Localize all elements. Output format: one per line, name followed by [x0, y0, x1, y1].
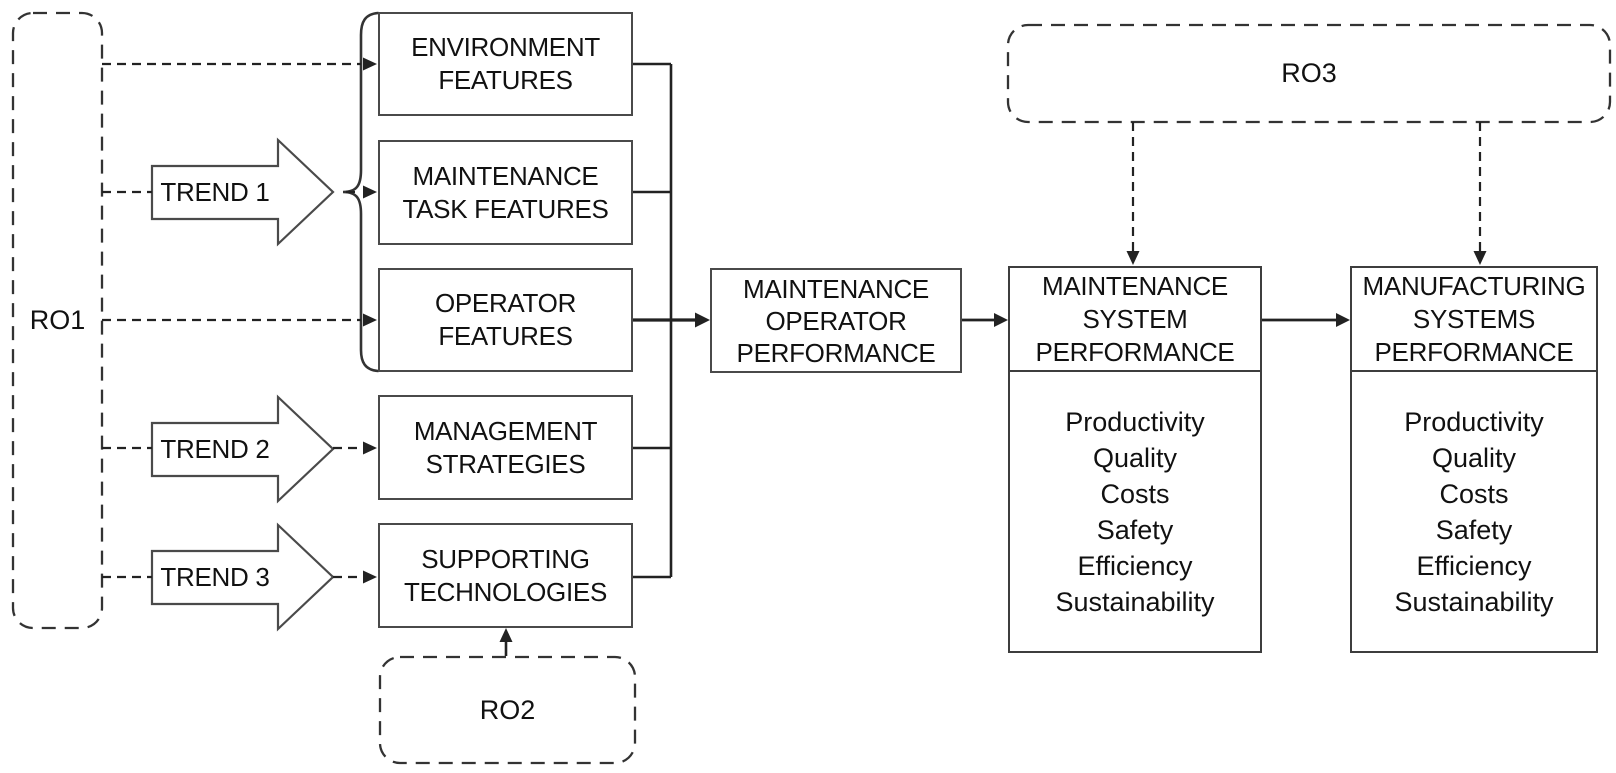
ro1-box — [11, 11, 104, 630]
maintenance-task-features-label: MAINTENANCE TASK FEATURES — [402, 160, 609, 224]
ro1-label: RO1 — [29, 305, 86, 335]
metric-item: Sustainability — [1394, 586, 1554, 617]
manufacturing-systems-performance-header: MANUFACTURING SYSTEMS PERFORMANCE — [1352, 268, 1596, 372]
maintenance-system-performance-box: MAINTENANCE SYSTEM PERFORMANCE Productiv… — [1008, 266, 1262, 653]
maintenance-task-features-box: MAINTENANCE TASK FEATURES — [378, 140, 633, 245]
arrowhead-supporting — [363, 570, 377, 584]
arrowhead-msp-down — [1126, 251, 1140, 265]
management-strategies-box: MANAGEMENT STRATEGIES — [378, 395, 633, 500]
arrowhead-task — [363, 185, 377, 199]
trend1-arrow-shape — [150, 137, 335, 247]
metric-item: Quality — [1092, 442, 1178, 473]
arrowhead-mfg — [1336, 313, 1350, 327]
metric-item: Costs — [1100, 478, 1170, 509]
manufacturing-systems-performance-label: MANUFACTURING SYSTEMS PERFORMANCE — [1362, 270, 1586, 367]
metric-item: Safety — [1435, 514, 1513, 545]
arrowhead-supporting-up — [499, 628, 513, 642]
environment-features-box: ENVIRONMENT FEATURES — [378, 12, 633, 116]
trend3-label: TREND 3 — [160, 562, 270, 592]
metric-item: Productivity — [1065, 406, 1205, 437]
metric-item: Safety — [1096, 514, 1174, 545]
maintenance-system-performance-metrics: Productivity Quality Costs Safety Effici… — [1010, 372, 1260, 651]
ro2-box — [378, 655, 637, 765]
trend2-label: TREND 2 — [160, 434, 270, 464]
metric-item: Efficiency — [1077, 550, 1193, 581]
supporting-technologies-box: SUPPORTING TECHNOLOGIES — [378, 523, 633, 628]
metric-item: Efficiency — [1416, 550, 1532, 581]
metric-item: Sustainability — [1055, 586, 1215, 617]
maintenance-system-performance-header: MAINTENANCE SYSTEM PERFORMANCE — [1010, 268, 1260, 372]
arrowhead-mfg-down — [1473, 251, 1487, 265]
trend2-arrow-shape — [150, 394, 335, 504]
management-strategies-label: MANAGEMENT STRATEGIES — [413, 415, 598, 479]
arrowhead-mop — [695, 312, 710, 328]
maintenance-operator-performance-box: MAINTENANCE OPERATOR PERFORMANCE — [710, 268, 962, 373]
environment-features-label: ENVIRONMENT FEATURES — [411, 32, 600, 95]
supporting-technologies-label: SUPPORTING TECHNOLOGIES — [404, 543, 607, 607]
arrowhead-operator — [363, 313, 377, 327]
ro3-box — [1006, 23, 1612, 124]
manufacturing-systems-performance-box: MANUFACTURING SYSTEMS PERFORMANCE Produc… — [1350, 266, 1598, 653]
brace-features-group — [342, 11, 380, 373]
manufacturing-systems-performance-metrics: Productivity Quality Costs Safety Effici… — [1352, 372, 1596, 651]
arrowhead-management — [363, 441, 377, 455]
ro2-label: RO2 — [479, 695, 536, 725]
operator-features-box: OPERATOR FEATURES — [378, 268, 633, 372]
metric-item: Productivity — [1404, 406, 1544, 437]
maintenance-operator-performance-label: MAINTENANCE OPERATOR PERFORMANCE — [736, 273, 936, 368]
trend3-arrow-shape — [150, 522, 335, 632]
arrowhead-msp — [994, 313, 1008, 327]
ro3-label: RO3 — [1281, 58, 1337, 88]
maintenance-system-performance-label: MAINTENANCE SYSTEM PERFORMANCE — [1035, 270, 1235, 367]
metric-item: Quality — [1431, 442, 1517, 473]
arrowhead-environment — [363, 57, 377, 71]
trend1-label: TREND 1 — [160, 177, 270, 207]
operator-features-label: OPERATOR FEATURES — [434, 288, 577, 351]
metric-item: Costs — [1439, 478, 1509, 509]
